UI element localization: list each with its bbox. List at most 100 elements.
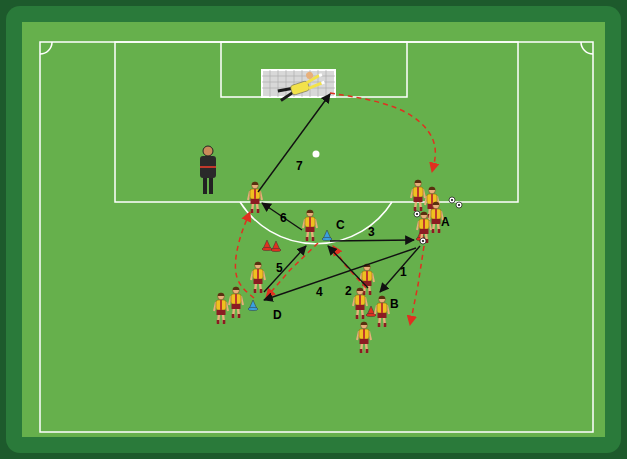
coach-head	[203, 146, 213, 156]
player-stripe	[435, 209, 437, 219]
player-shirt	[377, 303, 387, 313]
player-stripe	[254, 189, 256, 199]
player-socks	[307, 237, 313, 241]
callout-number: 1	[400, 265, 407, 279]
pass-arrow	[262, 203, 302, 230]
player-hair	[357, 288, 364, 291]
player-socks	[361, 349, 367, 353]
player-shorts	[356, 305, 365, 310]
touch-line	[40, 42, 593, 432]
player-hair	[233, 287, 240, 290]
player-stripe	[431, 194, 433, 204]
player-socks	[357, 315, 363, 319]
player-head	[233, 287, 240, 294]
ball	[420, 238, 426, 244]
penalty-arc	[240, 202, 392, 244]
player-stripe	[366, 271, 368, 281]
callout-number: B	[390, 297, 399, 311]
player	[411, 180, 425, 211]
player-stripe	[309, 217, 311, 227]
grass	[22, 22, 605, 437]
pass-arrow	[264, 246, 306, 292]
player-shirt	[355, 295, 365, 305]
goal-net	[262, 70, 335, 97]
player-stripe	[359, 295, 361, 305]
cone	[248, 300, 258, 311]
player-hair	[429, 187, 436, 190]
player-shorts	[306, 227, 315, 232]
player-legs	[361, 343, 367, 353]
coach-legs	[205, 176, 211, 194]
player-head	[255, 262, 262, 269]
player	[303, 210, 317, 241]
player-shirt	[216, 300, 226, 310]
player-head	[379, 296, 386, 303]
run-line	[410, 246, 424, 325]
corner-arc	[40, 42, 52, 54]
ball-body	[420, 238, 426, 244]
ball	[449, 197, 455, 203]
penalty-spot	[313, 151, 320, 158]
callout-number: 2	[345, 284, 352, 298]
player-shirt	[431, 209, 441, 219]
player-legs	[433, 223, 439, 233]
ball-body	[414, 211, 420, 217]
ball	[414, 211, 420, 217]
player	[214, 293, 228, 324]
player-hair	[218, 293, 225, 296]
ball-patch	[458, 204, 460, 206]
player-socks	[252, 209, 258, 213]
player-shorts	[378, 313, 387, 318]
callout-label: A	[441, 216, 450, 228]
player	[251, 262, 265, 293]
pass-arrow	[330, 240, 414, 241]
player-hair	[433, 202, 440, 205]
net-mesh	[262, 70, 335, 97]
player-head	[433, 202, 440, 209]
player-legs	[252, 203, 258, 213]
player	[248, 182, 262, 213]
player-shirt	[413, 187, 423, 197]
cone	[366, 306, 376, 317]
corner-arc	[581, 42, 593, 54]
player-stripe	[257, 269, 259, 279]
player-hair	[307, 210, 314, 213]
callout-number: 3	[368, 225, 375, 239]
player-stripe	[417, 187, 419, 197]
callout-label: D	[273, 309, 282, 321]
player-shirt	[359, 329, 369, 339]
player-legs	[415, 201, 421, 211]
player-socks	[233, 314, 239, 318]
callout-number: 7	[296, 159, 303, 173]
figures	[200, 68, 462, 353]
coach-body	[200, 156, 216, 178]
callout-label: 3	[368, 226, 375, 238]
callout-number: D	[273, 308, 282, 322]
player-stripe	[220, 300, 222, 310]
player-shorts	[432, 219, 441, 224]
player-shorts	[232, 304, 241, 309]
player-shorts	[254, 279, 263, 284]
run-line	[235, 212, 254, 298]
player-shorts	[217, 310, 226, 315]
player-head	[252, 182, 259, 189]
player-stripe	[363, 329, 365, 339]
frame-inner	[6, 6, 621, 453]
ball-patch	[451, 199, 453, 201]
callout-label: B	[390, 298, 399, 310]
ball	[456, 202, 462, 208]
player-hair	[421, 212, 428, 215]
movement-lines	[235, 93, 435, 325]
pass-arrow	[264, 248, 416, 300]
coach-stripe	[200, 166, 216, 168]
pass-arrow	[258, 94, 330, 192]
callout-number: C	[336, 218, 345, 232]
goalkeeper	[275, 68, 325, 100]
player-socks	[421, 239, 427, 243]
player-socks	[218, 320, 224, 324]
penalty-box	[115, 42, 518, 202]
player-shorts	[251, 199, 260, 204]
